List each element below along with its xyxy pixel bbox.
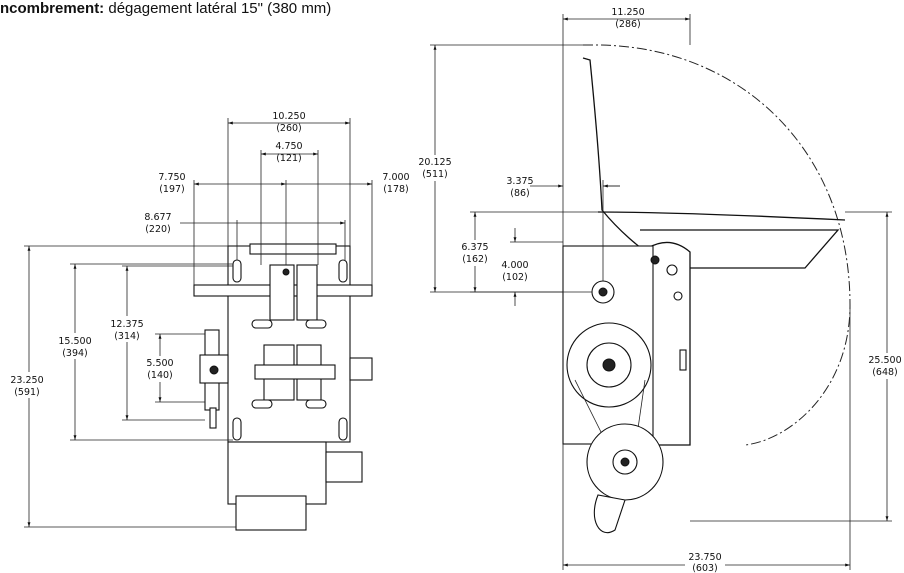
front-motor-cap bbox=[235, 495, 307, 531]
dim-6375-in: 6.375 bbox=[461, 242, 488, 253]
side-hopper-arm bbox=[582, 57, 656, 263]
dim-6375-mm: (162) bbox=[462, 254, 488, 265]
dim-3375-mm: (86) bbox=[510, 188, 530, 199]
dim-4750-mm: (121) bbox=[276, 153, 302, 164]
front-sprocket-upper bbox=[269, 264, 318, 321]
dim-23750-in: 23.750 bbox=[688, 552, 721, 563]
front-gearbox bbox=[325, 451, 363, 483]
front-dim-23250: 23.250 (591) bbox=[8, 245, 250, 528]
side-dim-11250: 11.250 (286) bbox=[562, 7, 691, 246]
front-view: 10.250 (260) 4.750 (121) 7.750 (197) 7.0… bbox=[8, 111, 410, 531]
dim-4000-mm: (102) bbox=[502, 272, 528, 283]
side-dim-3375: 3.375 (86) bbox=[506, 176, 620, 281]
dim-8677-mm: (220) bbox=[145, 224, 171, 235]
front-motor bbox=[227, 441, 327, 505]
dim-11250-mm: (286) bbox=[615, 19, 641, 30]
dim-25500-mm: (648) bbox=[872, 367, 898, 378]
dim-7000-mm: (178) bbox=[383, 184, 409, 195]
dim-7000-in: 7.000 bbox=[382, 172, 409, 183]
dim-5500-mm: (140) bbox=[147, 370, 173, 381]
side-housing bbox=[647, 241, 691, 446]
dim-3375-in: 3.375 bbox=[506, 176, 533, 187]
front-dim-7000: 7.000 (178) bbox=[286, 172, 410, 285]
front-dim-10250: 10.250 (260) bbox=[227, 111, 351, 246]
dim-7750-mm: (197) bbox=[159, 184, 185, 195]
dim-5500-in: 5.500 bbox=[146, 358, 173, 369]
side-swing-arc bbox=[583, 44, 851, 446]
front-right-hub bbox=[349, 357, 373, 381]
front-dim-8677: 8.677 (220) bbox=[144, 212, 346, 260]
dim-15500-mm: (394) bbox=[62, 348, 88, 359]
clearance-note: ncombrement: dégagement latéral 15" (380… bbox=[0, 0, 331, 17]
dim-10250-in: 10.250 bbox=[272, 111, 305, 122]
front-sprocket-lower bbox=[254, 344, 336, 401]
dim-25500-in: 25.500 bbox=[868, 355, 901, 366]
side-dim-23750: 23.750 (603) bbox=[562, 305, 851, 573]
dim-23250-in: 23.250 bbox=[10, 375, 43, 386]
dim-11250-in: 11.250 bbox=[611, 7, 644, 18]
dim-10250-mm: (260) bbox=[276, 123, 302, 134]
side-motor-lobe bbox=[593, 494, 626, 534]
side-dim-4000: 4.000 (102) bbox=[496, 228, 563, 306]
dim-12375-mm: (314) bbox=[114, 331, 140, 342]
clearance-label: ncombrement: bbox=[0, 0, 105, 17]
clearance-text: dégagement latéral 15" (380 mm) bbox=[108, 0, 332, 17]
front-chain-tensioner bbox=[199, 329, 229, 429]
front-slots bbox=[232, 259, 348, 441]
dim-4000-in: 4.000 bbox=[501, 260, 528, 271]
dim-8677-in: 8.677 bbox=[144, 212, 171, 223]
dim-20125-in: 20.125 bbox=[418, 157, 451, 168]
dim-23750-mm: (603) bbox=[692, 563, 718, 573]
dim-12375-in: 12.375 bbox=[110, 319, 143, 330]
dim-4750-in: 4.750 bbox=[275, 141, 302, 152]
front-dim-15500: 15.500 (394) bbox=[55, 263, 233, 441]
dim-20125-mm: (511) bbox=[422, 169, 448, 180]
side-view: 11.250 (286) 20.125 (511) 3.375 (86) 6.3… bbox=[415, 7, 904, 573]
side-dim-6375: 6.375 (162) bbox=[455, 211, 598, 293]
front-top-bar bbox=[249, 243, 337, 255]
front-dim-7750: 7.750 (197) bbox=[158, 172, 287, 285]
dim-7750-in: 7.750 bbox=[158, 172, 185, 183]
front-dim-4750: 4.750 (121) bbox=[260, 141, 319, 265]
side-dim-20125: 20.125 (511) bbox=[415, 44, 592, 293]
front-dim-5500: 5.500 (140) bbox=[141, 333, 205, 403]
dim-15500-in: 15.500 bbox=[58, 336, 91, 347]
front-dim-12375: 12.375 (314) bbox=[107, 265, 233, 421]
side-dim-25500: 25.500 (648) bbox=[690, 211, 904, 522]
dim-23250-mm: (591) bbox=[14, 387, 40, 398]
